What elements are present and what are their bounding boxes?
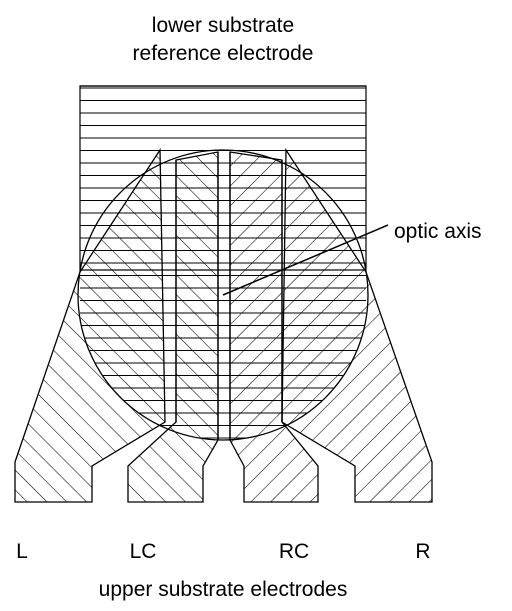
electrode-label-lc: LC: [130, 540, 157, 563]
caption: upper substrate electrodes: [99, 578, 348, 601]
optic-axis-label: optic axis: [394, 220, 482, 243]
title-line-1: lower substrate: [152, 14, 294, 37]
electrode-label-rc: RC: [279, 540, 309, 563]
title-line-2: reference electrode: [133, 42, 314, 65]
electrode-label-r: R: [415, 540, 430, 563]
optical-aperture: [77, 149, 369, 441]
electrode-label-l: L: [16, 540, 28, 563]
optic-axis-pointer: [222, 224, 389, 296]
